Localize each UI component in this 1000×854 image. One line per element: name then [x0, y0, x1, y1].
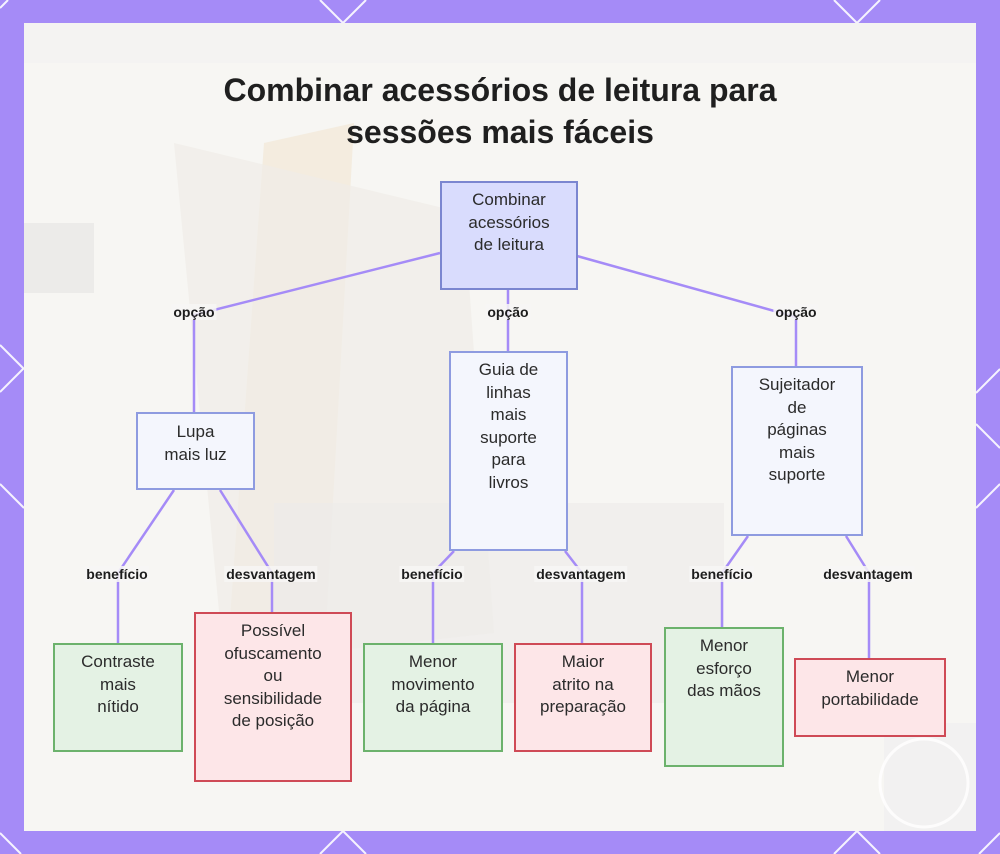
- edge-page-holder-less-portability: [844, 535, 871, 658]
- diagram-panel: Combinar acessórios de leitura para sess…: [24, 23, 976, 831]
- node-benefit-less-movement: Menor movimento da página: [363, 643, 503, 752]
- edge-line-guide-less-movement: [431, 550, 455, 644]
- edge-label-option: opção: [485, 304, 531, 320]
- node-option-magnifier: Lupa mais luz: [136, 412, 255, 490]
- edge-label-benefit: benefício: [399, 566, 465, 582]
- edge-label-option: opção: [773, 304, 819, 320]
- node-drawback-less-portability: Menor portabilidade: [794, 658, 946, 737]
- node-option-page-holder: Sujeitador de páginas mais suporte: [731, 366, 863, 536]
- edge-line-guide-more-friction: [564, 550, 584, 644]
- edge-label-benefit: benefício: [689, 566, 755, 582]
- node-drawback-more-friction: Maior atrito na preparação: [514, 643, 652, 752]
- node-drawback-glare: Possível ofuscamento ou sensibilidade de…: [194, 612, 352, 782]
- edge-page-holder-less-effort: [720, 535, 750, 628]
- edge-label-benefit: benefício: [84, 566, 150, 582]
- node-option-line-guide: Guia de linhas mais suporte para livros: [449, 351, 568, 551]
- node-root: Combinar acessórios de leitura: [440, 181, 578, 290]
- node-benefit-less-effort: Menor esforço das mãos: [664, 627, 784, 767]
- diagram-title: Combinar acessórios de leitura para sess…: [223, 72, 777, 150]
- edge-magnifier-glare: [218, 489, 274, 612]
- edge-root-page-holder: [576, 254, 798, 366]
- edge-root-magnifier: [192, 251, 441, 412]
- edge-label-option: opção: [171, 304, 217, 320]
- edge-label-drawback: desvantagem: [224, 566, 318, 582]
- edge-label-drawback: desvantagem: [821, 566, 915, 582]
- node-benefit-contrast: Contraste mais nítido: [53, 643, 183, 752]
- edge-label-drawback: desvantagem: [534, 566, 628, 582]
